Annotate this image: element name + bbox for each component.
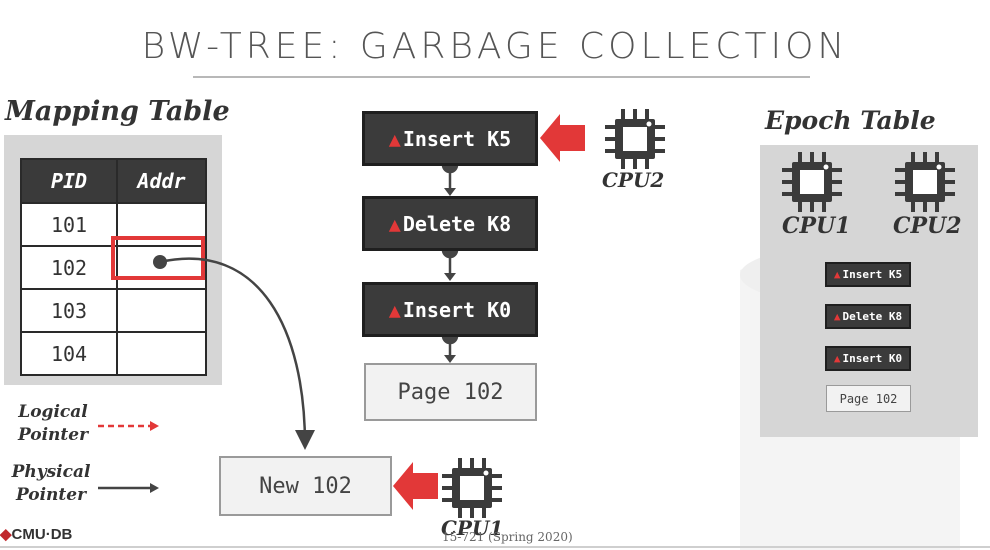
physical-pointer-curve: [159, 257, 315, 450]
cmu-db-logo: ◆CMU·DB: [0, 525, 72, 543]
table-row: 104: [20, 331, 207, 376]
delta-label: Delete K8: [842, 310, 903, 323]
addr-header: Addr: [116, 158, 207, 204]
delta-triangle-icon: ▲: [388, 211, 401, 236]
delta-label: Insert K5: [402, 126, 512, 151]
delta-triangle-icon: ▲: [833, 268, 841, 281]
cpu2-label: CPU2: [602, 168, 665, 192]
physical-pointer-label: Physical Pointer: [11, 462, 91, 505]
addr-cell: [116, 288, 207, 333]
cpu-icon: [782, 152, 842, 212]
logical-pointer-label: Logical Pointer: [17, 402, 89, 445]
table-row: 101: [20, 202, 207, 247]
pid-header: PID: [20, 158, 118, 204]
delta-triangle-icon: ▲: [833, 352, 841, 365]
new-page: New 102: [219, 456, 392, 516]
addr-cell: [116, 331, 207, 376]
delta-label: Insert K0: [402, 297, 512, 322]
cpu-icon: [895, 152, 955, 212]
delta-record: ▲Delete K8: [362, 196, 538, 251]
mapping-table: PID Addr 101 102 103 104: [20, 158, 207, 376]
delta-triangle-icon: ▲: [388, 297, 401, 322]
delta-label: Delete K8: [402, 211, 512, 236]
mapping-table-label: Mapping Table: [5, 96, 230, 127]
pid-cell: 102: [20, 245, 118, 290]
epoch-delta-record: ▲Delete K8: [825, 304, 911, 329]
epoch-cpu2-label: CPU2: [893, 213, 962, 239]
logo-text: CMU·DB: [11, 526, 73, 543]
pid-cell: 104: [20, 331, 118, 376]
highlight-box: [111, 236, 205, 280]
table-row: 103: [20, 288, 207, 333]
pid-cell: 101: [20, 202, 118, 247]
cpu-icon: [605, 109, 665, 169]
red-arrow-cpu1: [393, 462, 438, 510]
red-arrow-cpu2: [540, 114, 585, 162]
delta-label: Insert K0: [842, 352, 903, 365]
epoch-delta-record: ▲Insert K0: [825, 346, 911, 371]
addr-cell: [116, 245, 207, 290]
db-logo-icon: ◆: [0, 526, 12, 543]
epoch-delta-record: ▲Insert K5: [825, 262, 911, 287]
delta-triangle-icon: ▲: [833, 310, 841, 323]
title-divider: [193, 76, 810, 78]
bottom-rule: [0, 546, 990, 548]
delta-record: ▲Insert K0: [362, 282, 538, 337]
base-page: Page 102: [364, 363, 537, 421]
epoch-page: Page 102: [826, 385, 911, 412]
epoch-table-label: Epoch Table: [765, 106, 936, 135]
table-row: 102: [20, 245, 207, 290]
footer-course: 15-721 (Spring 2020): [442, 530, 573, 544]
delta-triangle-icon: ▲: [388, 126, 401, 151]
pid-cell: 103: [20, 288, 118, 333]
page-title: BW-TREE: GARBAGE COLLECTION: [141, 26, 849, 67]
delta-label: Insert K5: [842, 268, 903, 281]
cpu1-label: CPU1: [441, 516, 504, 540]
cpu-icon: [442, 458, 502, 518]
epoch-cpu1-label: CPU1: [782, 213, 851, 239]
delta-record: ▲Insert K5: [362, 111, 538, 166]
